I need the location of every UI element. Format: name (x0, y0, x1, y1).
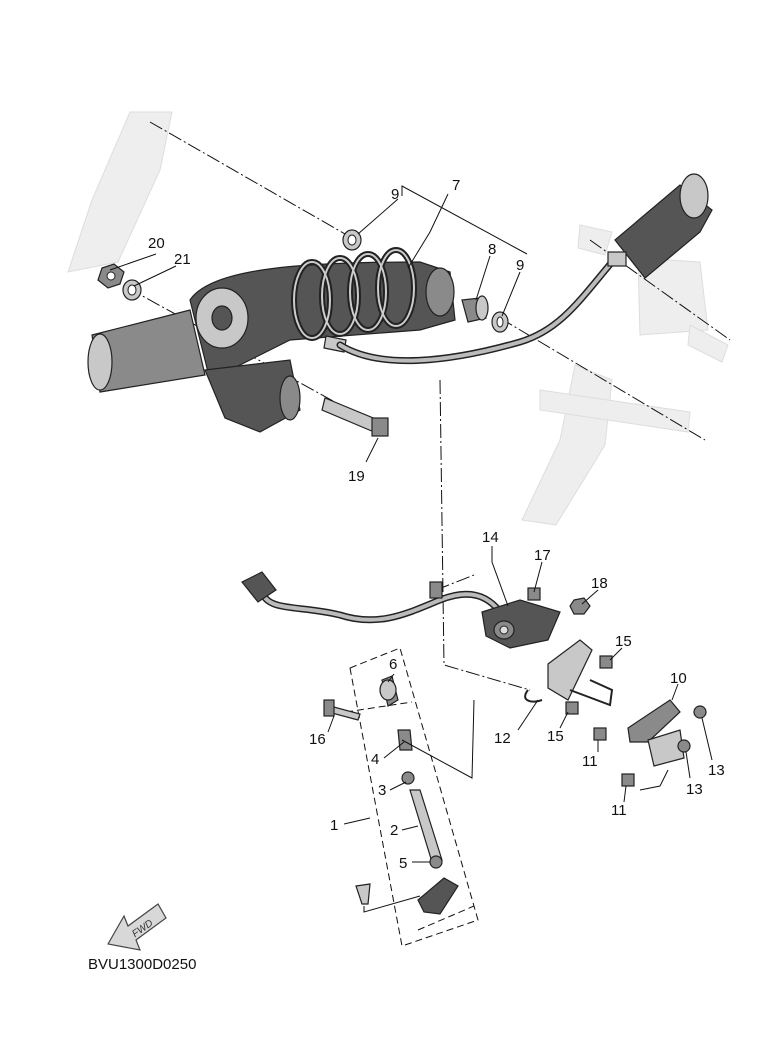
callout-17: 17 (534, 547, 551, 564)
callout-19: 19 (348, 468, 365, 485)
rod-assembly-1 (345, 647, 479, 947)
callout-14: 14 (482, 529, 499, 546)
diagram-code: BVU1300D0250 (88, 956, 196, 973)
callout-8: 8 (488, 241, 496, 258)
sensor-bracket (524, 639, 614, 707)
callout-5: 5 (399, 855, 407, 872)
rear-shock-absorber (87, 247, 456, 433)
callout-3: 3 (378, 782, 386, 799)
nut-13-right (693, 705, 707, 719)
callout-9-upper: 9 (391, 186, 399, 203)
callout-11-upper: 11 (582, 753, 598, 770)
callout-13-left: 13 (686, 781, 703, 798)
callout-11-lower: 11 (611, 802, 627, 819)
coil-spring (291, 247, 417, 341)
callout-10: 10 (670, 670, 687, 687)
callout-9-lower: 9 (516, 257, 524, 274)
washer-9-lower (491, 311, 509, 333)
callout-18: 18 (591, 575, 608, 592)
callout-15-upper: 15 (615, 633, 632, 650)
linkage-arm-10 (627, 699, 685, 767)
sensor-14 (481, 599, 561, 649)
bearing-8 (461, 295, 489, 323)
ghost-frame-parts (67, 111, 729, 526)
bolt-15-lower (565, 701, 579, 715)
remote-preload-adjuster (336, 173, 713, 365)
callout-15-lower: 15 (547, 728, 564, 745)
washer-9-upper (342, 229, 362, 251)
washer-21 (122, 279, 142, 301)
bolt-11-upper (593, 727, 607, 741)
bolt-19 (321, 397, 389, 437)
callout-4: 4 (371, 751, 379, 768)
leader-lines (109, 185, 713, 863)
callout-16: 16 (309, 731, 326, 748)
bolt-16 (323, 699, 361, 721)
callout-21: 21 (174, 251, 191, 268)
callout-labels: 1 2 3 4 5 6 7 8 9 9 10 11 11 12 13 13 14… (148, 177, 725, 872)
callout-2: 2 (390, 822, 398, 839)
callout-7: 7 (452, 177, 460, 194)
callout-6: 6 (389, 656, 397, 673)
nut-18 (569, 597, 591, 615)
fwd-arrow: FWD (107, 903, 167, 951)
callout-1: 1 (330, 817, 338, 834)
nut-13-left (677, 739, 691, 753)
bolt-17 (527, 587, 541, 601)
sensor-wire-harness (241, 571, 504, 624)
bolt-15-upper (599, 655, 613, 669)
callout-13-right: 13 (708, 762, 725, 779)
nut-20 (97, 263, 125, 289)
callout-20: 20 (148, 235, 165, 252)
bolt-11-lower (621, 773, 635, 787)
callout-12: 12 (494, 730, 511, 747)
